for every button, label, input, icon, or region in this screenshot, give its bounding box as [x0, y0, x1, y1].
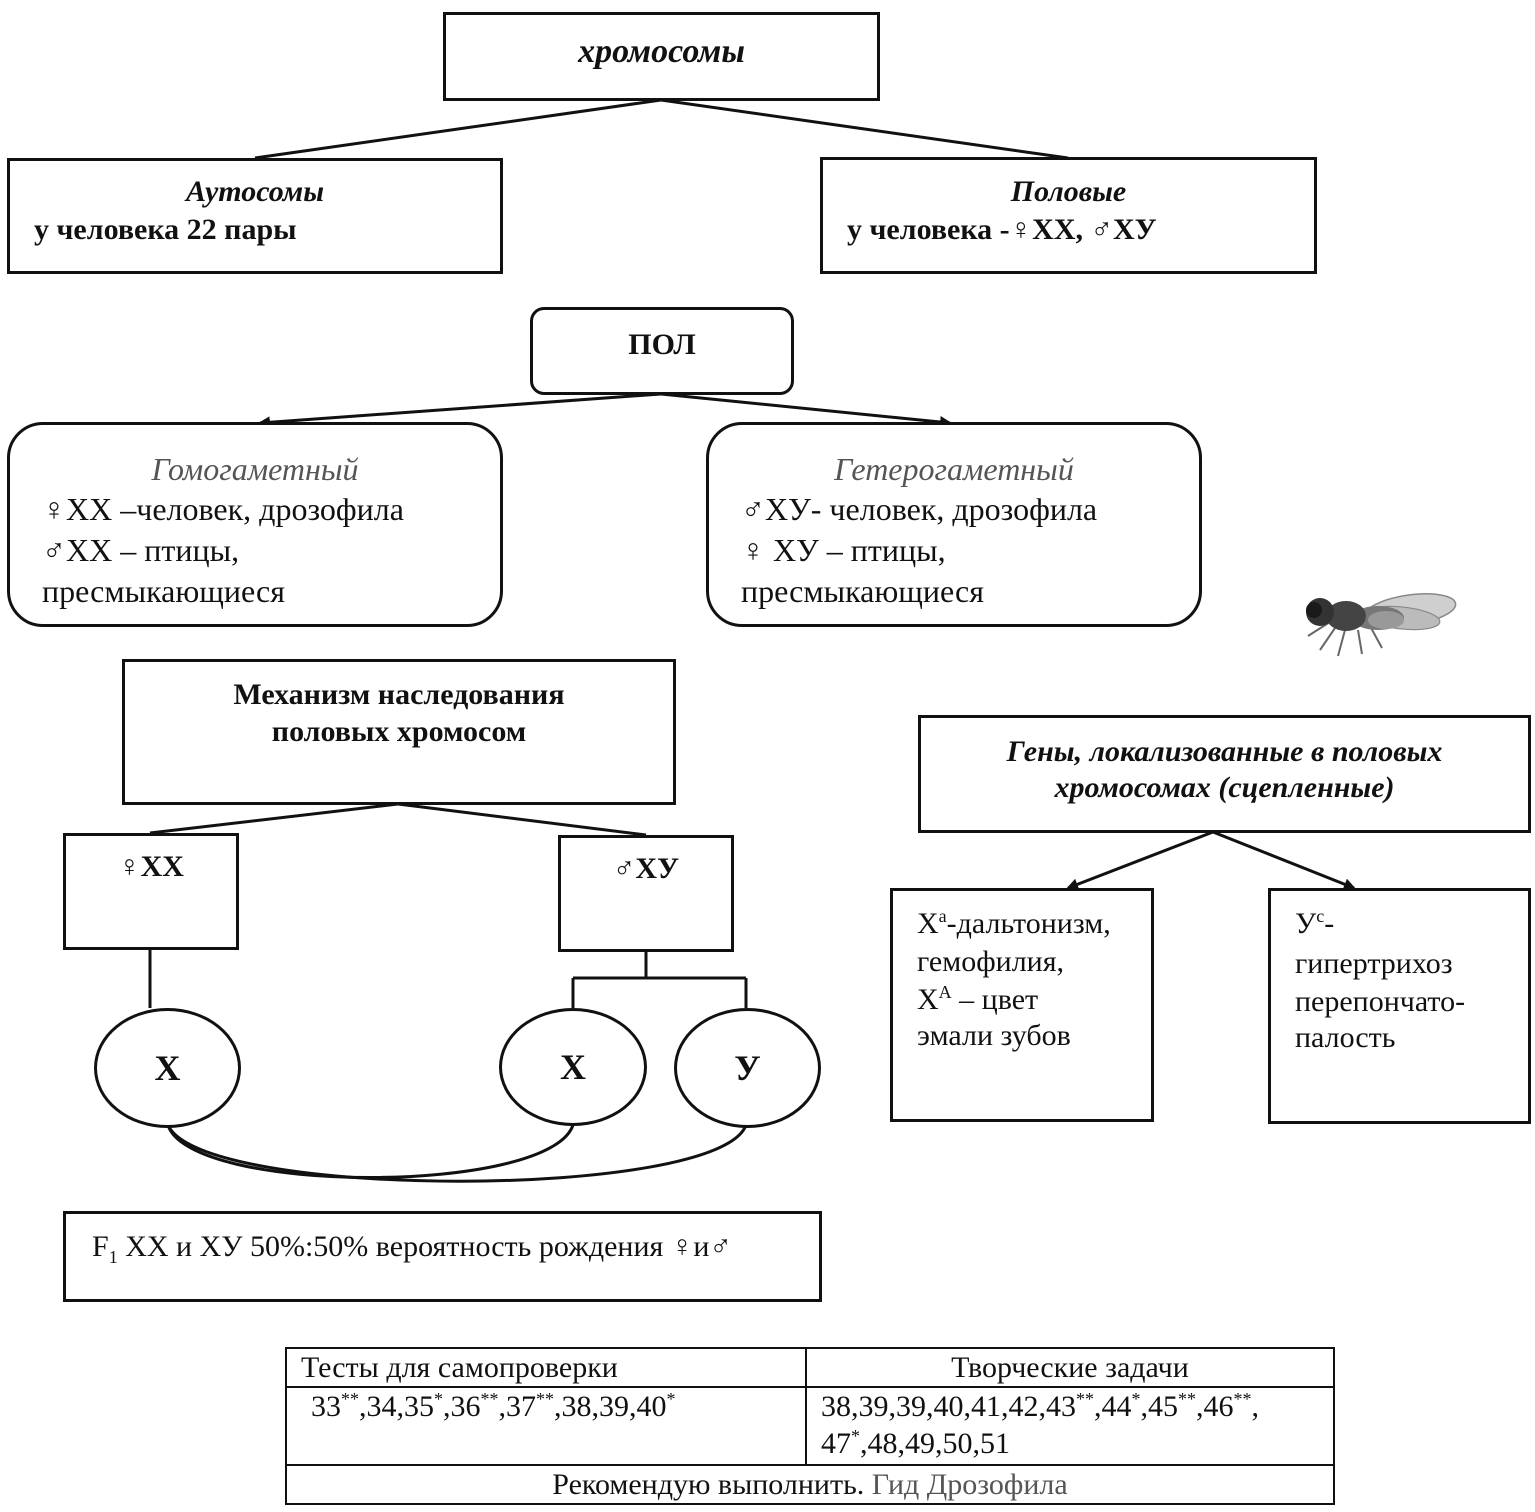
y-linked-box: Ус- гипертрихоз перепончато- палость	[1268, 888, 1531, 1124]
homogametic-line: ♀ХХ –человек, дрозофила	[42, 491, 404, 527]
difficulty-mark: **	[1076, 1389, 1094, 1409]
homogametic-line: ♂ХХ – птицы,	[42, 532, 240, 568]
homogametic-line: пресмыкающиеся	[42, 573, 285, 609]
autosomes-text: у человека 22 пары	[34, 213, 297, 246]
linked-genes-box: Гены, локализованные в половых хромосома…	[918, 715, 1531, 833]
task-number: 36	[450, 1390, 481, 1423]
difficulty-mark: **	[536, 1389, 554, 1409]
task-number: 42	[1008, 1390, 1039, 1423]
task-number: 44	[1101, 1390, 1132, 1423]
chromosomes-box: хромосомы	[443, 12, 880, 101]
task-number: 33	[311, 1390, 341, 1423]
task-number: 48	[867, 1427, 898, 1460]
chromosomes-title: хромосомы	[578, 33, 745, 70]
heterogametic-line: ♂ХУ- человек, дрозофила	[741, 491, 1098, 527]
sex-chromosomes-box: Половые у человека -♀ХХ, ♂ХУ	[820, 157, 1317, 274]
male-box: ♂ХУ	[558, 835, 734, 952]
difficulty-mark: **	[480, 1389, 499, 1409]
task-number: 47	[821, 1427, 851, 1460]
f1-text: F1 ХХ и ХУ 50%:50% вероятность рождения …	[92, 1230, 732, 1267]
f1-box: F1 ХХ и ХУ 50%:50% вероятность рождения …	[63, 1211, 822, 1302]
difficulty-mark: *	[851, 1426, 860, 1446]
gamete-x-male-label: Х	[560, 1047, 586, 1087]
autosomes-box: Аутосомы у человека 22 пары	[7, 158, 503, 274]
mechanism-title-line2: половых хромосом	[271, 715, 527, 748]
y-linked-line: гипертрихоз	[1295, 947, 1453, 980]
gamete-y-male-label: У	[734, 1048, 761, 1088]
task-number: 41	[971, 1390, 1001, 1423]
linked-genes-title-line2: хромосомах (сцепленные)	[1054, 771, 1395, 804]
x-linked-line: Ха-дальтонизм,	[917, 906, 1111, 940]
autosomes-title: Аутосомы	[185, 175, 325, 208]
task-number: 40	[933, 1390, 964, 1423]
x-linked-line: эмали зубов	[917, 1019, 1071, 1052]
gamete-x-female: Х	[94, 1008, 241, 1128]
y-linked-line: Ус-	[1295, 906, 1335, 940]
gamete-x-male: Х	[499, 1008, 647, 1126]
x-linked-box: Ха-дальтонизм, гемофилия, ХА – цвет эмал…	[890, 888, 1154, 1122]
footer-main: Рекомендую выполнить.	[552, 1468, 865, 1501]
x-linked-line: гемофилия,	[917, 945, 1065, 978]
task-number: 50	[942, 1427, 973, 1460]
task-number: 39	[896, 1390, 926, 1423]
difficulty-mark: **	[1178, 1389, 1196, 1409]
task-number: 39	[599, 1390, 629, 1423]
heterogametic-box: Гетерогаметный ♂ХУ- человек, дрозофила ♀…	[706, 422, 1202, 627]
gamete-y-male: У	[674, 1008, 821, 1128]
task-number: 40	[636, 1390, 667, 1423]
difficulty-mark: *	[434, 1389, 443, 1409]
task-number: 46	[1203, 1390, 1234, 1423]
y-linked-line: перепончато-	[1295, 985, 1466, 1018]
task-number: 39	[858, 1390, 889, 1423]
drosophila-guide-link[interactable]: Гид Дрозофила	[871, 1468, 1068, 1501]
task-number: 38	[561, 1390, 592, 1423]
heterogametic-line: ♀ ХУ – птицы,	[741, 532, 946, 568]
table-footer: Рекомендую выполнить. Гид Дрозофила	[285, 1464, 1335, 1505]
task-number: 51	[980, 1427, 1010, 1460]
tasks-list: 38,39,39,40,41,42,43**,44*,45**,46**,47*…	[805, 1386, 1335, 1466]
y-linked-line: палость	[1295, 1021, 1396, 1054]
task-number: 37	[506, 1390, 536, 1423]
tasks-header: Творческие задачи	[805, 1347, 1335, 1388]
table-row: Рекомендую выполнить. Гид Дрозофила	[285, 1464, 1335, 1505]
task-number: 34	[366, 1390, 397, 1423]
task-number: 43	[1046, 1390, 1076, 1423]
mechanism-box: Механизм наследования половых хромосом	[122, 659, 676, 805]
difficulty-mark: *	[666, 1389, 676, 1409]
table-row: Тесты для самопроверки Творческие задачи	[285, 1347, 1335, 1388]
tests-list: 33**,34,35*,36**,37**,38,39,40*	[285, 1386, 807, 1466]
difficulty-mark: *	[1131, 1389, 1141, 1409]
female-genotype: ♀ХХ	[118, 850, 184, 883]
female-box: ♀ХХ	[63, 833, 239, 950]
sex-title: ПОЛ	[628, 328, 696, 361]
table-row: 33**,34,35*,36**,37**,38,39,40* 38,39,39…	[285, 1386, 1335, 1466]
difficulty-mark: **	[1233, 1389, 1252, 1409]
difficulty-mark: **	[341, 1389, 359, 1409]
homogametic-title: Гомогаметный	[151, 451, 359, 487]
homogametic-box: Гомогаметный ♀ХХ –человек, дрозофила ♂ХХ…	[7, 422, 503, 627]
male-genotype: ♂ХУ	[612, 852, 680, 885]
reference-table: Тесты для самопроверки Творческие задачи…	[285, 1347, 1335, 1505]
drosophila-icon	[1306, 593, 1457, 657]
task-number: 45	[1148, 1390, 1178, 1423]
sex-chromosomes-text: у человека -♀ХХ, ♂ХУ	[847, 213, 1157, 246]
task-number: 49	[905, 1427, 935, 1460]
mechanism-title-line1: Механизм наследования	[233, 678, 565, 711]
x-linked-line: ХА – цвет	[917, 982, 1039, 1016]
task-number: 38	[821, 1390, 851, 1423]
task-number: 35	[404, 1390, 434, 1423]
linked-genes-title-line1: Гены, локализованные в половых	[1006, 735, 1443, 768]
heterogametic-title: Гетерогаметный	[834, 451, 1074, 487]
tests-header: Тесты для самопроверки	[285, 1347, 807, 1388]
sex-box: ПОЛ	[530, 307, 794, 395]
heterogametic-line: пресмыкающиеся	[741, 573, 984, 609]
gamete-x-female-label: Х	[154, 1048, 181, 1088]
sex-chromosomes-title: Половые	[1010, 175, 1127, 208]
